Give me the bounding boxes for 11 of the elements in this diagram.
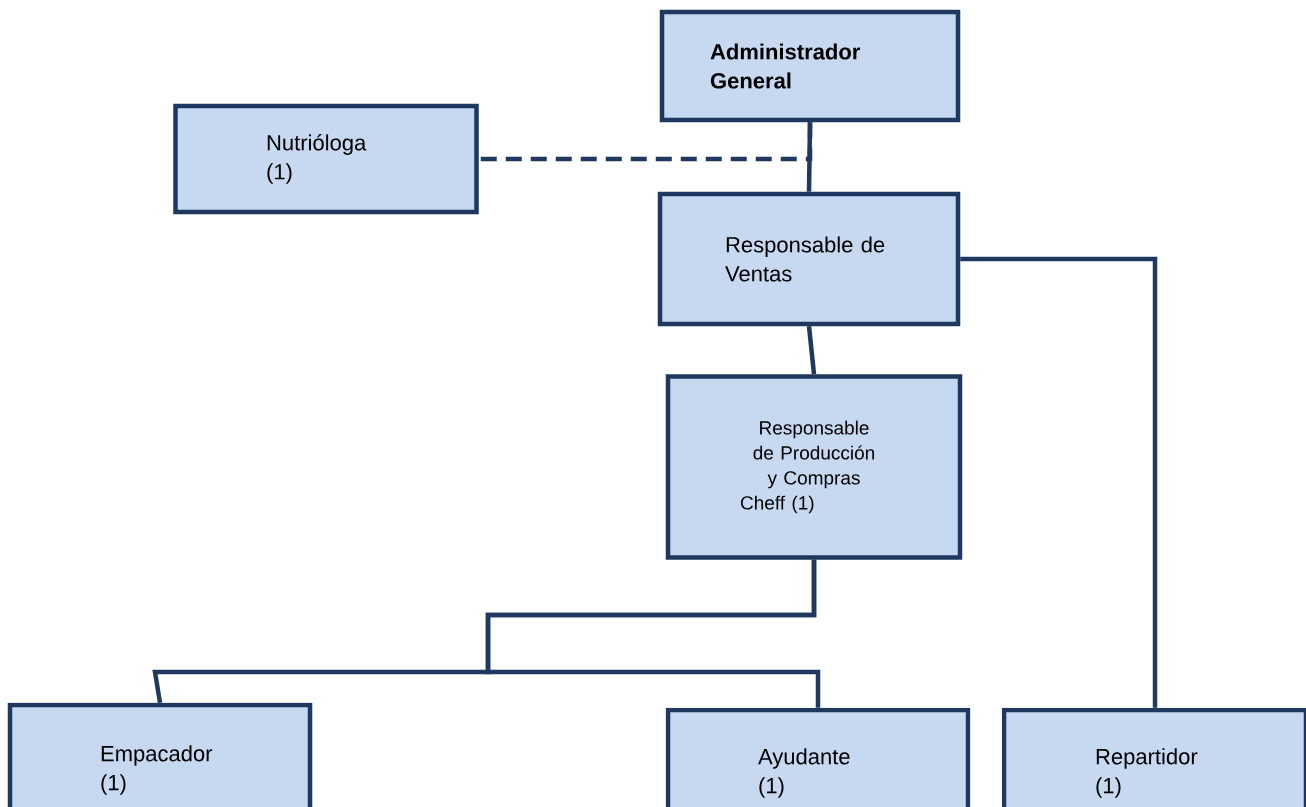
org-box: Repartidor (1) (1001, 707, 1306, 807)
org-box: Empacador (1) (7, 702, 313, 807)
org-box: Administrador General (659, 9, 961, 123)
connector-line (960, 256, 1158, 708)
org-box: Responsable de Ventas (657, 191, 961, 327)
org-box: Nutrióloga (1) (173, 103, 479, 215)
connector-line (478, 122, 813, 162)
org-box: Ayudante (1) (665, 707, 971, 807)
connector-line (806, 326, 817, 375)
org-box: Responsable de Producción y Compras Cheff (1) (665, 374, 963, 560)
connector-line (485, 559, 821, 708)
